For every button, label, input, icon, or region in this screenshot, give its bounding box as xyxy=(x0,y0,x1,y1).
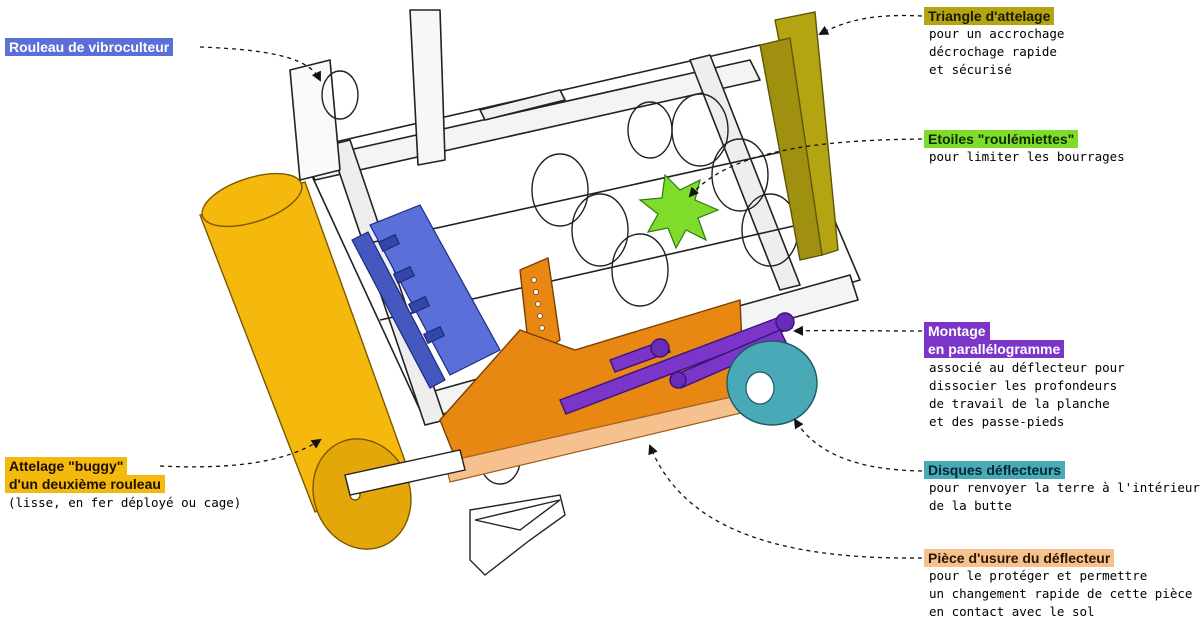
attelage-title-line2: d'un deuxième rouleau xyxy=(5,475,165,493)
deflector-disc xyxy=(727,341,817,425)
rouleau-title: Rouleau de vibroculteur xyxy=(5,38,173,56)
etoiles-title: Etoiles "roulémiettes" xyxy=(924,130,1078,148)
leader-piece xyxy=(650,446,922,558)
leader-triangle xyxy=(820,16,922,34)
leader-disques xyxy=(795,420,922,471)
piece-title: Pièce d'usure du déflecteur xyxy=(924,549,1114,567)
disques-desc: pour renvoyer la terre à l'intérieur de … xyxy=(929,479,1200,515)
piece-desc: pour le protéger et permettre un changem… xyxy=(929,567,1192,621)
coulter-foot xyxy=(470,495,565,575)
attelage-desc: (lisse, en fer déployé ou cage) xyxy=(8,494,241,512)
montage-title-line1: Montage xyxy=(924,322,990,340)
etoiles-desc: pour limiter les bourrages xyxy=(929,148,1125,166)
triangle-desc: pour un accrochage décrochage rapide et … xyxy=(929,25,1064,79)
montage-title-line2: en parallélogramme xyxy=(924,340,1064,358)
disques-title: Disques déflecteurs xyxy=(924,461,1065,479)
attelage-title-line1: Attelage "buggy" xyxy=(5,457,127,475)
triangle-title: Triangle d'attelage xyxy=(924,7,1054,25)
montage-desc: associé au déflecteur pour dissocier les… xyxy=(929,359,1125,431)
